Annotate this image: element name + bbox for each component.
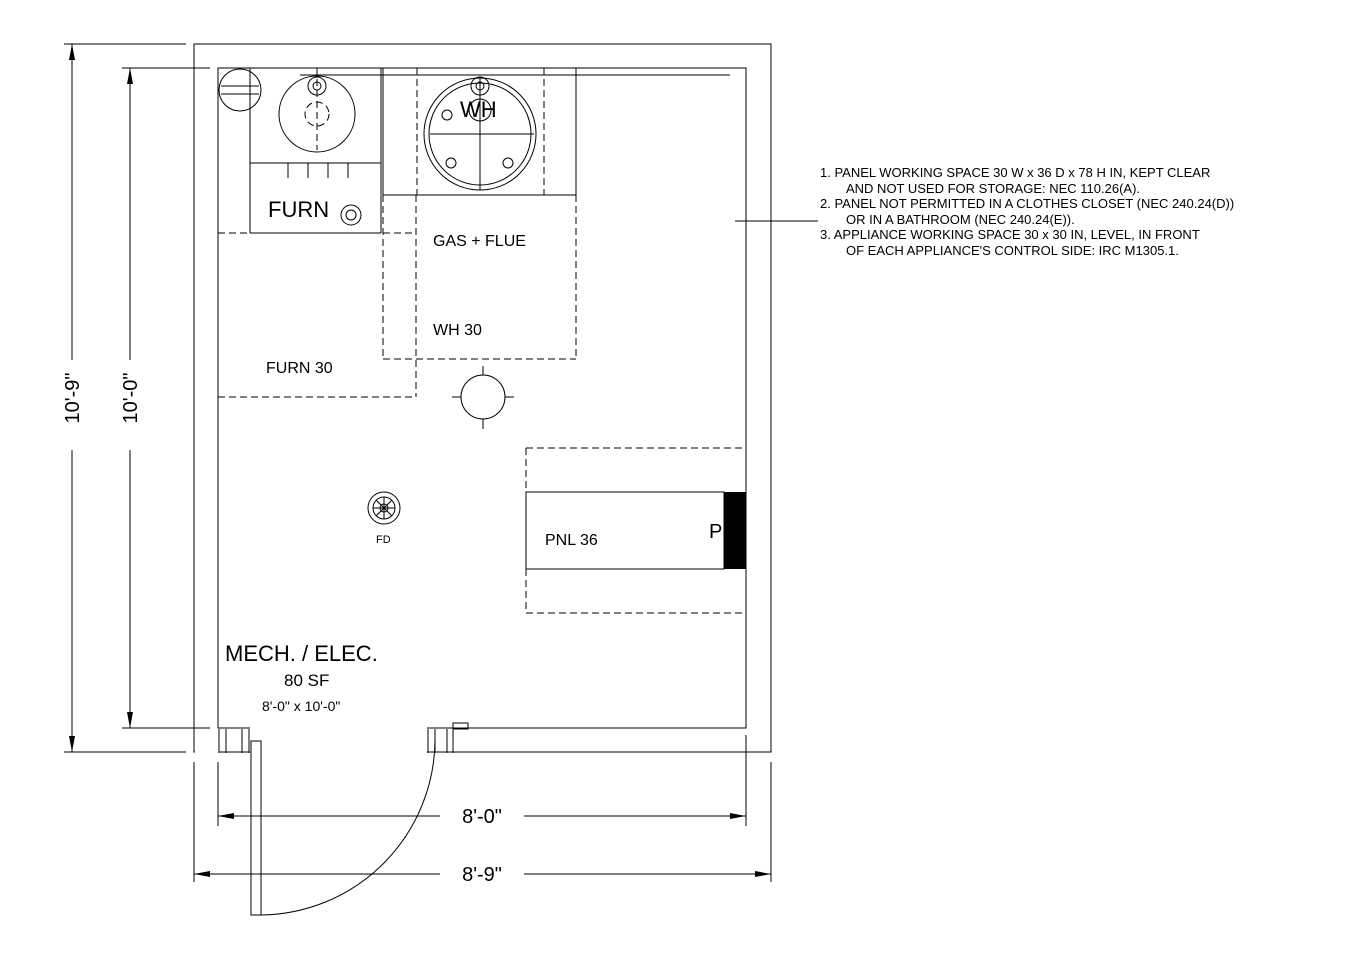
wh-clearance-zone bbox=[382, 195, 577, 360]
panel-clearance-label: PNL 36 bbox=[545, 532, 598, 549]
panel-clearance-zone bbox=[525, 447, 746, 614]
dim-outer-height-label: 10'-9" bbox=[62, 373, 84, 424]
door-leaf bbox=[250, 740, 262, 916]
note-2-line-2: OR IN A BATHROOM (NEC 240.24(E)). bbox=[846, 211, 1075, 227]
electrical-panel bbox=[724, 492, 746, 569]
dim-outer-height bbox=[64, 43, 186, 753]
gas-flue-label: GAS + FLUE bbox=[433, 233, 526, 250]
note-1-line-2: AND NOT USED FOR STORAGE: NEC 110.26(A). bbox=[846, 180, 1141, 196]
furnace-vent-icon bbox=[340, 204, 362, 226]
door-swing-arc bbox=[260, 740, 436, 916]
furnace-unit bbox=[249, 68, 382, 234]
dim-inner-width bbox=[217, 735, 747, 826]
general-notes: 1. PANEL WORKING SPACE 30 W x 36 D x 78 … bbox=[820, 165, 1350, 258]
note-1-line-1: 1. PANEL WORKING SPACE 30 W x 36 D x 78 … bbox=[820, 165, 1211, 180]
furnace-blower-icon bbox=[278, 75, 356, 153]
water-heater-label: WH bbox=[460, 97, 497, 122]
furn-clearance-label: FURN 30 bbox=[266, 360, 333, 377]
cleanout-icon bbox=[218, 68, 262, 112]
room-area: 80 SF bbox=[284, 671, 329, 690]
room-name: MECH. / ELEC. bbox=[225, 641, 378, 666]
panel-label: P bbox=[709, 521, 722, 543]
dim-inner-height bbox=[122, 67, 210, 729]
inner-wall bbox=[217, 67, 747, 729]
room-size: 8'-0" x 10'-0" bbox=[262, 698, 340, 714]
furnace-label: FURN bbox=[268, 197, 329, 222]
wh-clearance-label: WH 30 bbox=[433, 322, 482, 339]
water-heater-unit bbox=[382, 68, 577, 196]
note-3-line-1: 3. APPLIANCE WORKING SPACE 30 x 30 IN, L… bbox=[820, 227, 1200, 242]
outer-wall bbox=[193, 43, 772, 753]
column-symbol-icon bbox=[452, 366, 514, 429]
floor-drain-icon bbox=[367, 491, 401, 525]
note-3-line-2: OF EACH APPLIANCE'S CONTROL SIDE: IRC M1… bbox=[846, 242, 1179, 258]
dim-inner-width-label: 8'-0" bbox=[462, 806, 502, 828]
note-2-line-1: 2. PANEL NOT PERMITTED IN A CLOTHES CLOS… bbox=[820, 196, 1235, 211]
dim-outer-width-label: 8'-9" bbox=[462, 864, 502, 886]
door-jamb-left bbox=[195, 729, 250, 753]
dim-inner-height-label: 10'-0" bbox=[120, 373, 142, 424]
dim-outer-width bbox=[193, 762, 772, 882]
door-jamb-right bbox=[427, 722, 469, 753]
floor-drain-label: FD bbox=[376, 534, 391, 546]
